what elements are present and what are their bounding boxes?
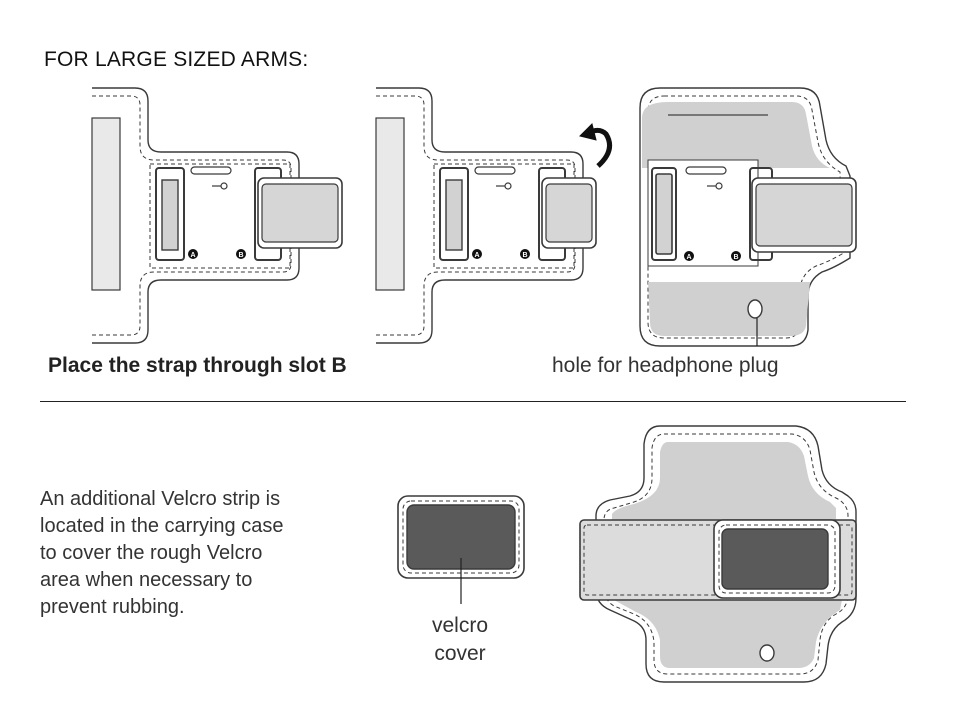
armband-figure-3 xyxy=(639,87,857,347)
slot-a-label: A xyxy=(474,252,479,259)
description-line: prevent rubbing. xyxy=(40,596,185,618)
armband-with-velcro-figure xyxy=(579,425,857,683)
description-line: located in the carrying case xyxy=(40,515,284,537)
description-line: area when necessary to xyxy=(40,569,253,591)
armband-figure-1 xyxy=(91,87,343,344)
velcro-description: An additional Velcro strip is located in… xyxy=(40,486,360,621)
velcro-cover-label: velcro cover xyxy=(380,612,540,668)
headphone-hole-caption: hole for headphone plug xyxy=(552,354,779,377)
strap-slot-caption: Place the strap through slot B xyxy=(48,354,347,377)
section-heading: FOR LARGE SIZED ARMS: xyxy=(44,48,309,71)
slot-a-label: A xyxy=(686,254,691,261)
slot-b-label: B xyxy=(522,252,527,259)
velcro-label-line: velcro xyxy=(431,614,489,637)
slot-b-label: B xyxy=(238,252,243,259)
description-line: An additional Velcro strip is xyxy=(40,488,281,510)
slot-b-label: B xyxy=(733,254,738,261)
velcro-label-line: cover xyxy=(434,642,486,665)
description-line: to cover the rough Velcro xyxy=(40,542,263,564)
velcro-cover-figure xyxy=(397,495,525,604)
section-divider xyxy=(40,401,906,402)
slot-a-label: A xyxy=(190,252,195,259)
armband-figure-2 xyxy=(375,87,613,344)
